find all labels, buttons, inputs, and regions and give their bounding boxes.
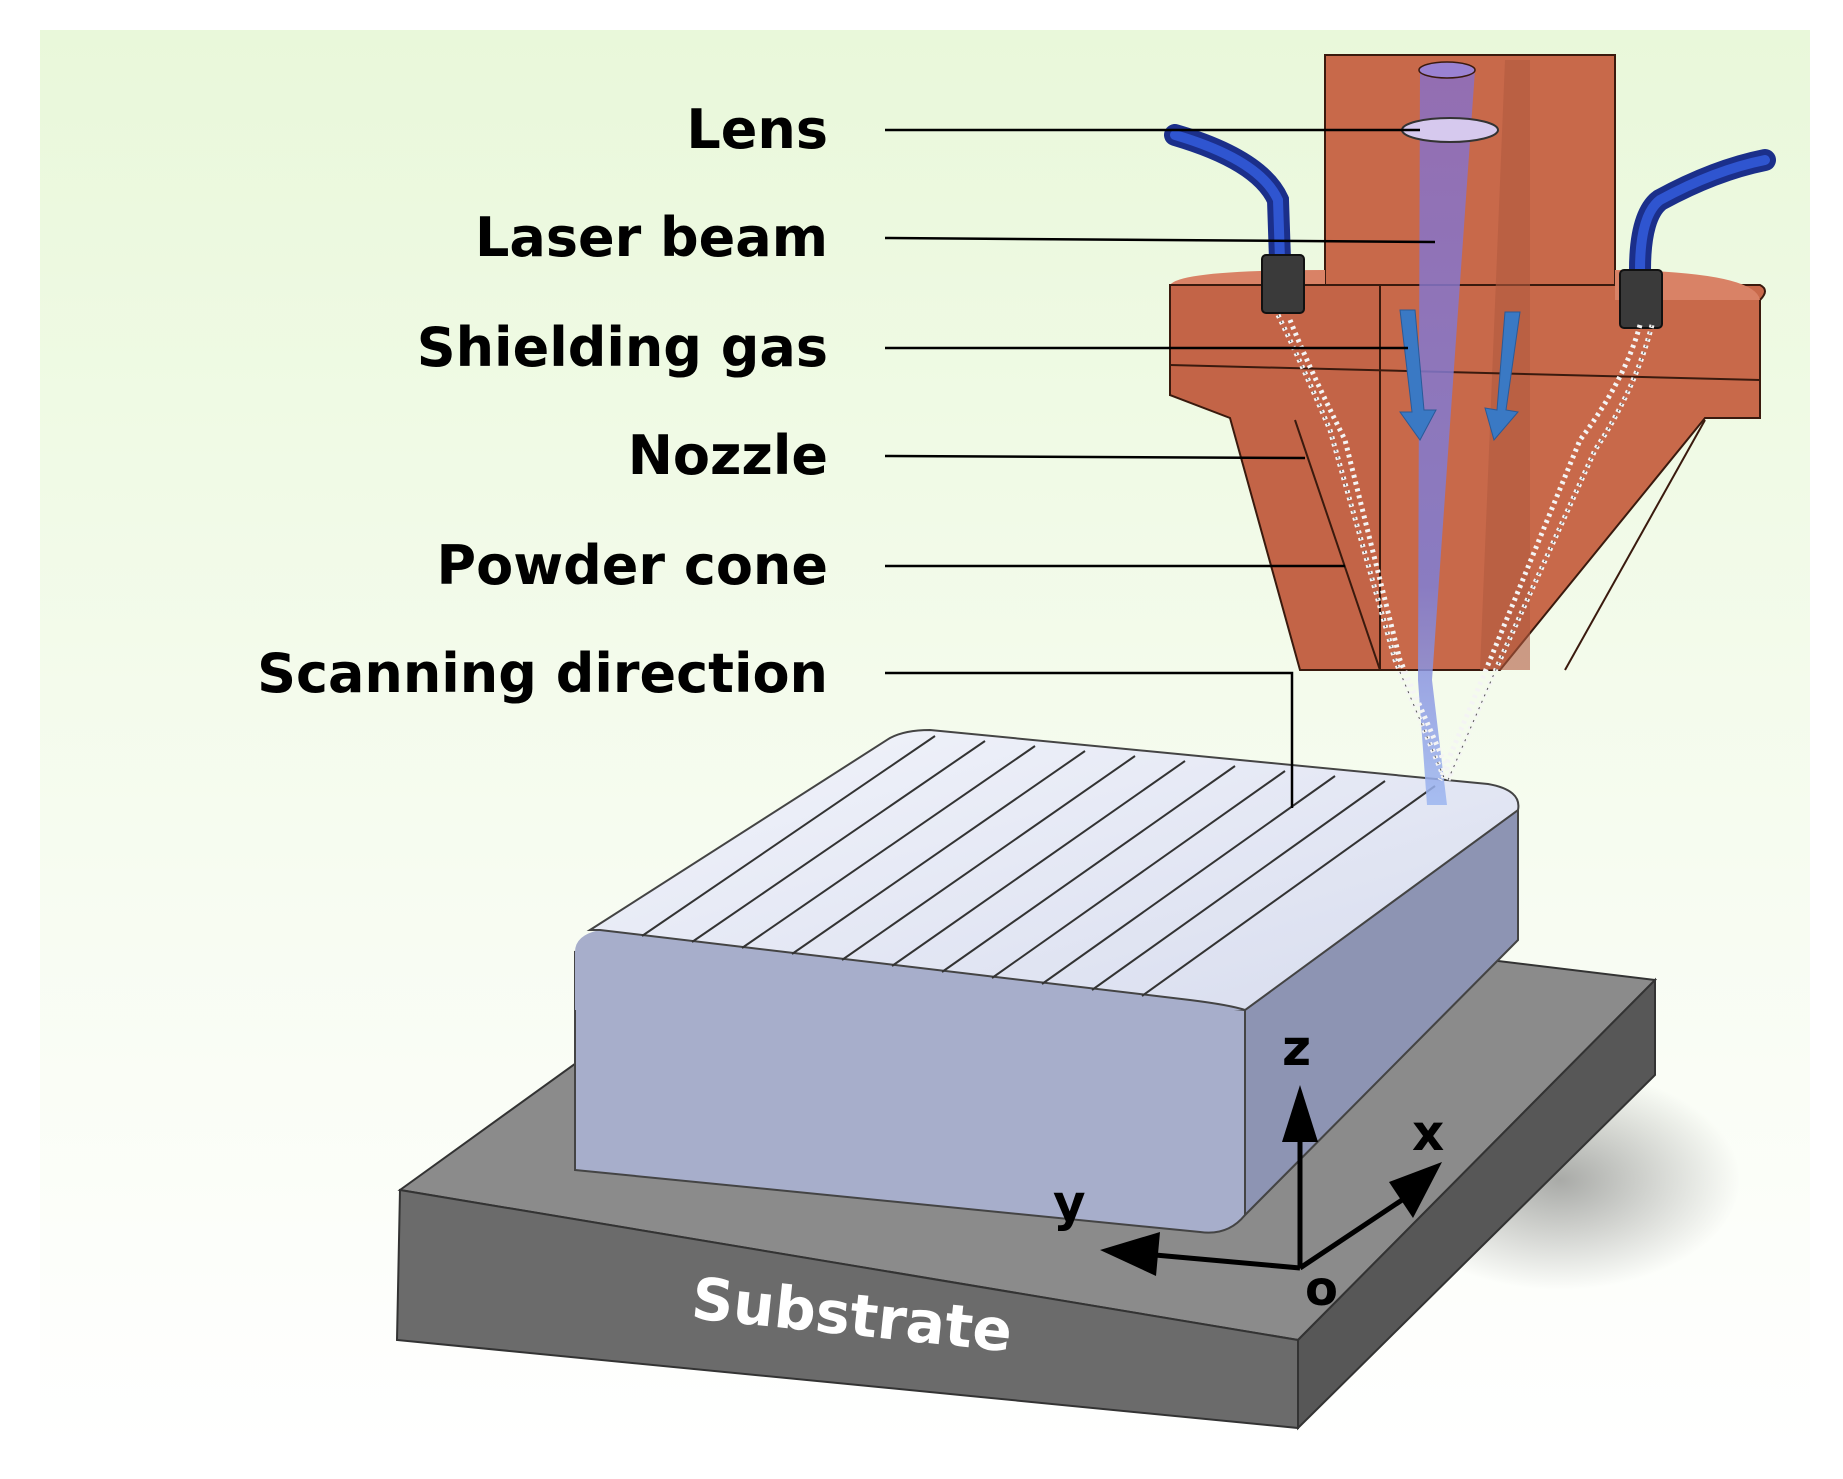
label-nozzle: Nozzle — [628, 424, 828, 487]
laser-beam-top — [1418, 61, 1476, 79]
x-axis — [1298, 1197, 1404, 1271]
z-axis-arrowhead — [1282, 1085, 1318, 1142]
axis-labels: z x y o — [1053, 1019, 1444, 1317]
powder-cone-outline — [1277, 314, 1653, 781]
label-lens: Lens — [686, 98, 828, 161]
deposited-part — [574, 728, 1520, 1234]
leader-nozzle — [884, 454, 1306, 460]
label-scanning-direction: Scanning direction — [257, 642, 828, 705]
leader-laser-beam — [884, 236, 1436, 244]
leader-lines — [884, 128, 1436, 808]
y-axis — [1154, 1252, 1301, 1271]
x-axis-arrowhead — [1389, 1162, 1442, 1218]
shielding-gas-arrows — [1399, 309, 1521, 442]
part-labels: Lens Laser beam Shielding gas Nozzle Pow… — [257, 98, 828, 705]
axis-label-y: y — [1053, 1174, 1086, 1232]
axis-label-z: z — [1282, 1019, 1311, 1077]
label-shielding-gas: Shielding gas — [417, 316, 828, 379]
hose-fitting-right — [1619, 269, 1663, 329]
powder-hoses — [1164, 124, 1776, 281]
axis-label-origin: o — [1305, 1261, 1338, 1317]
hose-fitting-left — [1261, 254, 1305, 314]
label-powder-cone: Powder cone — [437, 534, 828, 597]
axis-label-x: x — [1412, 1104, 1444, 1162]
coordinate-axes — [1100, 1085, 1442, 1276]
label-laser-beam: Laser beam — [475, 206, 828, 269]
y-axis-arrowhead — [1100, 1232, 1160, 1276]
leader-scanning-direction — [885, 671, 1294, 808]
laser-beam — [1418, 70, 1475, 805]
